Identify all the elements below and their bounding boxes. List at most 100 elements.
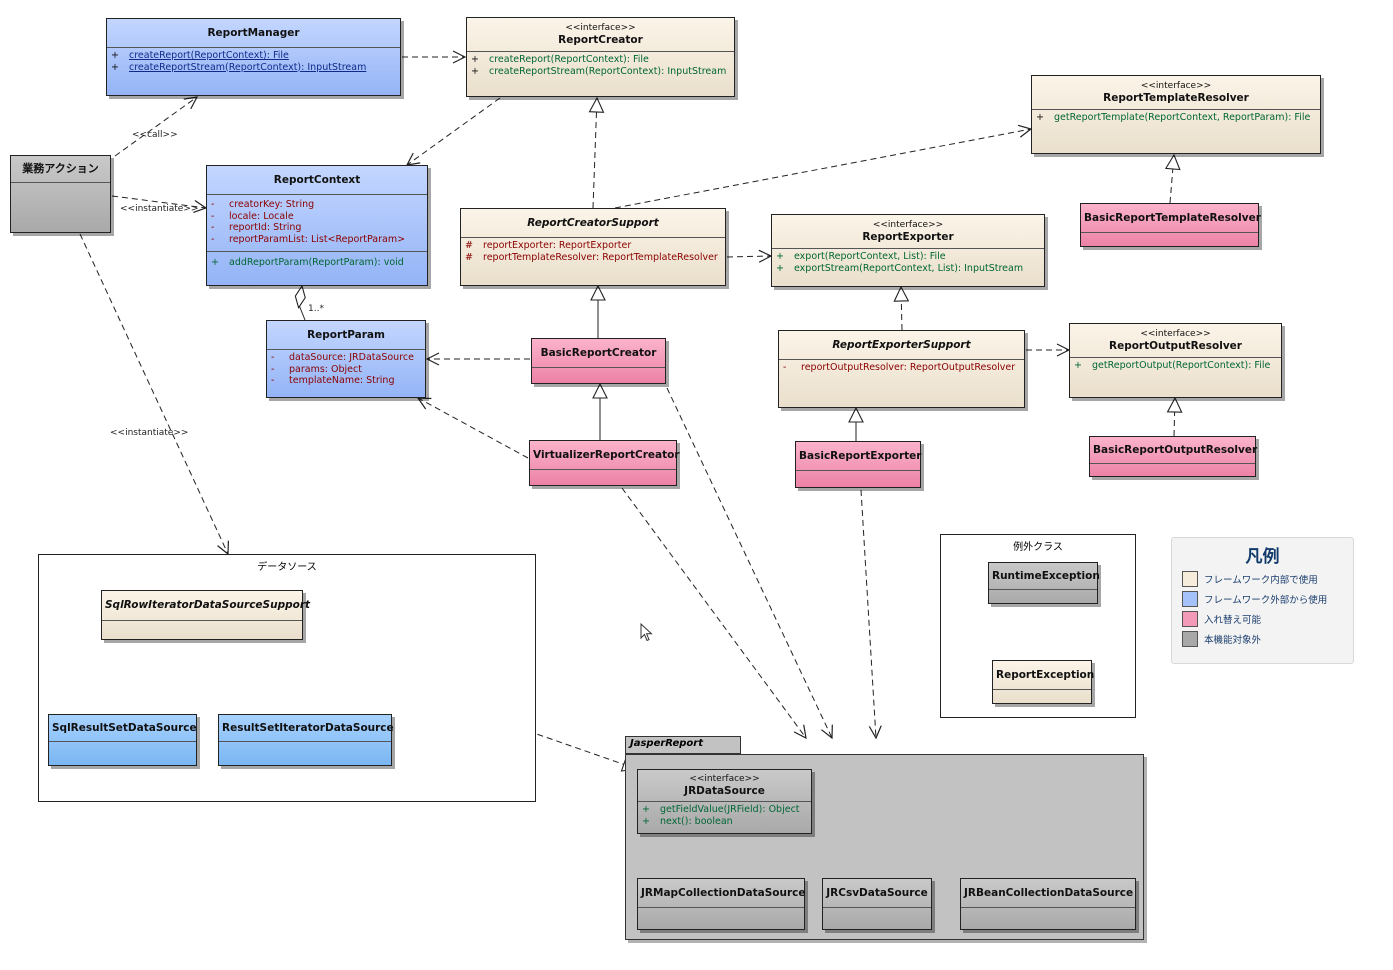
operation: getReportOutput(ReportContext): File	[1092, 360, 1271, 371]
stereotype: <<interface>>	[1140, 81, 1212, 91]
class-header: <<interface>> ReportTemplateResolver	[1032, 76, 1320, 110]
attribute: reportOutputResolver: ReportOutputResolv…	[801, 362, 1016, 373]
stereotype: <<interface>>	[872, 220, 944, 230]
legend-title: 凡例	[1245, 547, 1280, 567]
class-name: JRDataSource	[684, 785, 765, 797]
attributes: -creatorKey: String -locale: Locale -rep…	[207, 195, 427, 252]
attribute: creatorKey: String	[229, 199, 315, 210]
class-name: ReportTemplateResolver	[1103, 92, 1249, 104]
operation: export(ReportContext, List): File	[794, 251, 946, 262]
frame-title: 例外クラス	[1013, 542, 1063, 553]
legend-swatch	[1182, 591, 1198, 607]
real-outputresolver	[1174, 398, 1175, 437]
operations: +export(ReportContext, List): File +expo…	[776, 251, 1024, 274]
sql-row-iterator-support-class[interactable]: SqlRowIteratorDataSourceSupport	[101, 590, 310, 640]
legend: 凡例 フレームワーク内部で使用 フレームワーク外部から使用 入れ替え可能 本機能…	[1171, 537, 1354, 664]
report-creator-support-class[interactable]: ReportCreatorSupport #reportExporter: Re…	[460, 208, 726, 286]
class-name: ReportParam	[267, 321, 425, 350]
class-name: JRCsvDataSource	[823, 879, 931, 908]
operation: addReportParam(ReportParam): void	[229, 257, 404, 268]
attribute: reportId: String	[229, 222, 302, 233]
class-name: SqlResultSetDataSource	[49, 715, 197, 742]
class-name: 業務アクション	[11, 156, 110, 183]
jr-datasource-interface[interactable]: <<interface>> JRDataSource +getFieldValu…	[637, 769, 812, 834]
class-header: <<interface>> ReportOutputResolver	[1070, 324, 1281, 358]
class-name: ReportOutputResolver	[1109, 340, 1242, 352]
virtualizer-report-creator-class[interactable]: VirtualizerReportCreator	[529, 440, 680, 486]
operations: +getFieldValue(JRField): Object +next():…	[642, 804, 800, 827]
report-exporter-interface[interactable]: <<interface>> ReportExporter +export(Rep…	[771, 214, 1045, 287]
runtime-exception-class[interactable]: RuntimeException	[988, 562, 1100, 604]
report-context-class[interactable]: ReportContext -creatorKey: String -local…	[206, 165, 428, 286]
legend-swatch	[1182, 611, 1198, 627]
class-name: BasicReportCreator	[532, 339, 665, 368]
attribute: params: Object	[289, 363, 362, 375]
class-name: ReportManager	[107, 19, 400, 48]
stereotype: <<interface>>	[689, 774, 760, 784]
dep-exporter-to-jasper	[860, 489, 876, 738]
attributes: -reportOutputResolver: ReportOutputResol…	[783, 362, 1016, 373]
report-manager-class[interactable]: ReportManager +createReport(ReportContex…	[106, 18, 401, 96]
class-name: ReportExporterSupport	[779, 331, 1024, 360]
class-name: ReportExporter	[862, 231, 954, 243]
instantiate-context-label: <<instantiate>>	[120, 204, 199, 214]
attribute: locale: Locale	[229, 210, 294, 222]
basic-report-output-resolver-class[interactable]: BasicReportOutputResolver	[1089, 436, 1257, 477]
dep-action-to-manager	[114, 97, 197, 157]
class-name: BasicReportOutputResolver	[1090, 437, 1257, 464]
report-creator-interface[interactable]: <<interface>> ReportCreator +createRepor…	[466, 17, 735, 97]
operation: createReport(ReportContext): File	[129, 50, 289, 61]
dep-virtualizer-to-jasper	[621, 487, 806, 738]
legend-item: フレームワーク外部から使用	[1182, 591, 1353, 607]
report-exporter-support-class[interactable]: ReportExporterSupport -reportOutputResol…	[778, 330, 1025, 408]
attribute: reportParamList: List<ReportParam>	[229, 233, 406, 245]
basic-report-creator-class[interactable]: BasicReportCreator	[531, 338, 666, 384]
business-action-class[interactable]: 業務アクション	[10, 155, 111, 233]
report-template-resolver-interface[interactable]: <<interface>> ReportTemplateResolver +ge…	[1031, 75, 1321, 154]
result-set-iterator-datasource-class[interactable]: ResultSetIteratorDataSource	[218, 714, 394, 766]
attribute: templateName: String	[289, 375, 395, 386]
basic-report-template-resolver-class[interactable]: BasicReportTemplateResolver	[1080, 203, 1261, 247]
basic-report-exporter-class[interactable]: BasicReportExporter	[795, 441, 921, 488]
class-name: SqlRowIteratorDataSourceSupport	[102, 591, 310, 621]
class-name: VirtualizerReportCreator	[530, 441, 680, 470]
class-name: RuntimeException	[989, 563, 1100, 590]
attribute: reportExporter: ReportExporter	[483, 240, 632, 251]
real-exportersupport-to-exporter	[901, 287, 902, 331]
stereotype: <<interface>>	[1140, 329, 1211, 339]
class-name: ReportContext	[207, 166, 427, 195]
jr-map-collection-datasource-class[interactable]: JRMapCollectionDataSource	[637, 878, 806, 930]
operations: +addReportParam(ReportParam): void	[211, 257, 404, 268]
class-name: ResultSetIteratorDataSource	[219, 715, 394, 742]
frame-title: データソース	[257, 562, 317, 573]
class-name: BasicReportTemplateResolver	[1081, 204, 1261, 233]
class-name: BasicReportExporter	[796, 442, 921, 471]
report-param-class[interactable]: ReportParam -dataSource: JRDataSource -p…	[266, 320, 426, 398]
class-header: <<interface>> JRDataSource	[638, 770, 811, 802]
jr-csv-datasource-class[interactable]: JRCsvDataSource	[822, 878, 932, 930]
sql-result-set-datasource-class[interactable]: SqlResultSetDataSource	[48, 714, 197, 766]
mouse-cursor-icon	[640, 623, 653, 642]
jasper-package-tab: JasperReport	[625, 736, 741, 754]
report-exception-class[interactable]: ReportException	[992, 660, 1094, 704]
instantiate-datasource-label: <<instantiate>>	[110, 428, 189, 438]
legend-swatch	[1182, 631, 1198, 647]
operations: +createReport(ReportContext): File +crea…	[111, 50, 367, 73]
class-name: ReportException	[993, 661, 1094, 690]
call-label: <<call>>	[132, 130, 178, 140]
legend-item: フレームワーク内部で使用	[1182, 571, 1353, 587]
dep-creator-to-context	[407, 97, 501, 165]
operation: getFieldValue(JRField): Object	[660, 804, 800, 815]
operations: +createReport(ReportContext): File +crea…	[471, 54, 727, 77]
class-name: JRMapCollectionDataSource	[638, 879, 806, 908]
operation: exportStream(ReportContext, List): Input…	[794, 262, 1024, 274]
stereotype: <<interface>>	[565, 23, 636, 33]
class-name: ReportCreator	[558, 34, 643, 46]
dep-virtualizer-to-param	[418, 398, 529, 459]
jr-bean-collection-datasource-class[interactable]: JRBeanCollectionDataSource	[960, 878, 1136, 930]
class-name: ReportCreatorSupport	[461, 209, 725, 238]
real-support-to-creator	[593, 98, 597, 209]
report-output-resolver-interface[interactable]: <<interface>> ReportOutputResolver +getR…	[1069, 323, 1282, 398]
dep-basiccreator-to-jasper	[666, 387, 832, 738]
legend-swatch	[1182, 571, 1198, 587]
